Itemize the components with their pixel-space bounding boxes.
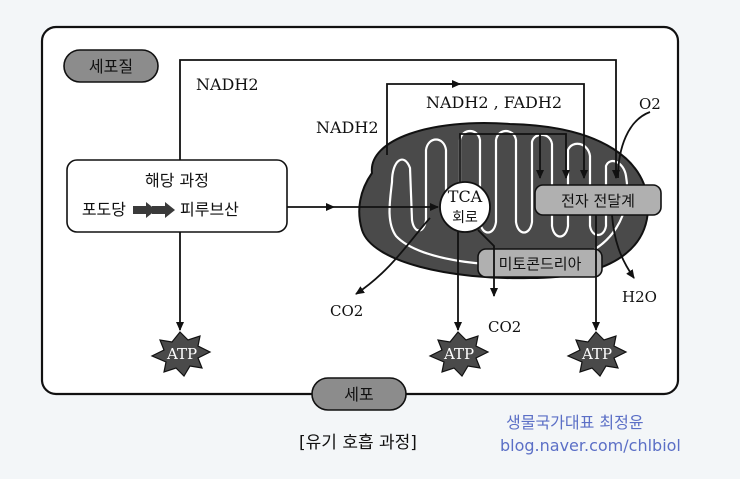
tca-co2-arrow <box>477 229 498 297</box>
mitochondria-label-box: 미토콘드리아 <box>477 248 603 278</box>
nadh-fadh-label: NADH2 , FADH2 <box>426 93 562 112</box>
atp-2-label: ATP <box>443 345 474 363</box>
double-arrow-icon <box>133 202 175 218</box>
nadh-top-arrow <box>179 59 620 179</box>
tca-cycle: TCA 회로 <box>439 181 491 233</box>
watermark-line2: blog.naver.com/chlbiol <box>500 436 681 455</box>
atp-burst-3: ATP <box>566 331 628 377</box>
atp-burst-1: ATP <box>150 331 212 377</box>
glucose-label: 포도당 <box>82 200 126 219</box>
nadh-top-label: NADH2 <box>196 75 259 94</box>
flow-arrows <box>176 59 651 331</box>
co2-left-label: CO2 <box>330 302 363 320</box>
mitochondrion <box>358 122 650 280</box>
atp-burst-2: ATP <box>428 331 490 377</box>
mitochondria-label: 미토콘드리아 <box>499 255 582 273</box>
atp-3-label: ATP <box>581 345 612 363</box>
pyruvate-label: 피루브산 <box>180 200 239 219</box>
o2-arrow <box>617 111 651 179</box>
tca-label-line1: TCA <box>448 187 483 206</box>
co2-left-arrow <box>355 217 431 295</box>
tca-label-line2: 회로 <box>452 210 478 226</box>
cell-label: 세포 <box>311 377 407 411</box>
glycolysis-box: 해당 과정 포도당 피루브산 <box>66 159 288 233</box>
h2o-label: H2O <box>622 288 657 306</box>
o2-label: O2 <box>639 95 661 113</box>
atp-1-label: ATP <box>166 345 197 363</box>
nadh-fadh-arrow-1 <box>386 83 588 179</box>
glycolysis-title: 해당 과정 <box>145 171 209 190</box>
cytoplasm-text: 세포질 <box>89 57 133 76</box>
tca-to-etc-arrow-1 <box>459 133 570 182</box>
figure-caption: [유기 호흡 과정] <box>299 433 417 453</box>
electron-transport-box: 전자 전달계 <box>534 184 662 216</box>
watermark-line1: 생물국가대표 최정윤 <box>506 413 644 432</box>
etc-label: 전자 전달계 <box>561 192 635 210</box>
cell-text: 세포 <box>344 385 373 404</box>
h2o-arrow <box>611 214 635 279</box>
cytoplasm-label: 세포질 <box>63 49 159 83</box>
co2-mid-label: CO2 <box>488 318 521 336</box>
nadh-mid-label: NADH2 <box>316 118 379 137</box>
